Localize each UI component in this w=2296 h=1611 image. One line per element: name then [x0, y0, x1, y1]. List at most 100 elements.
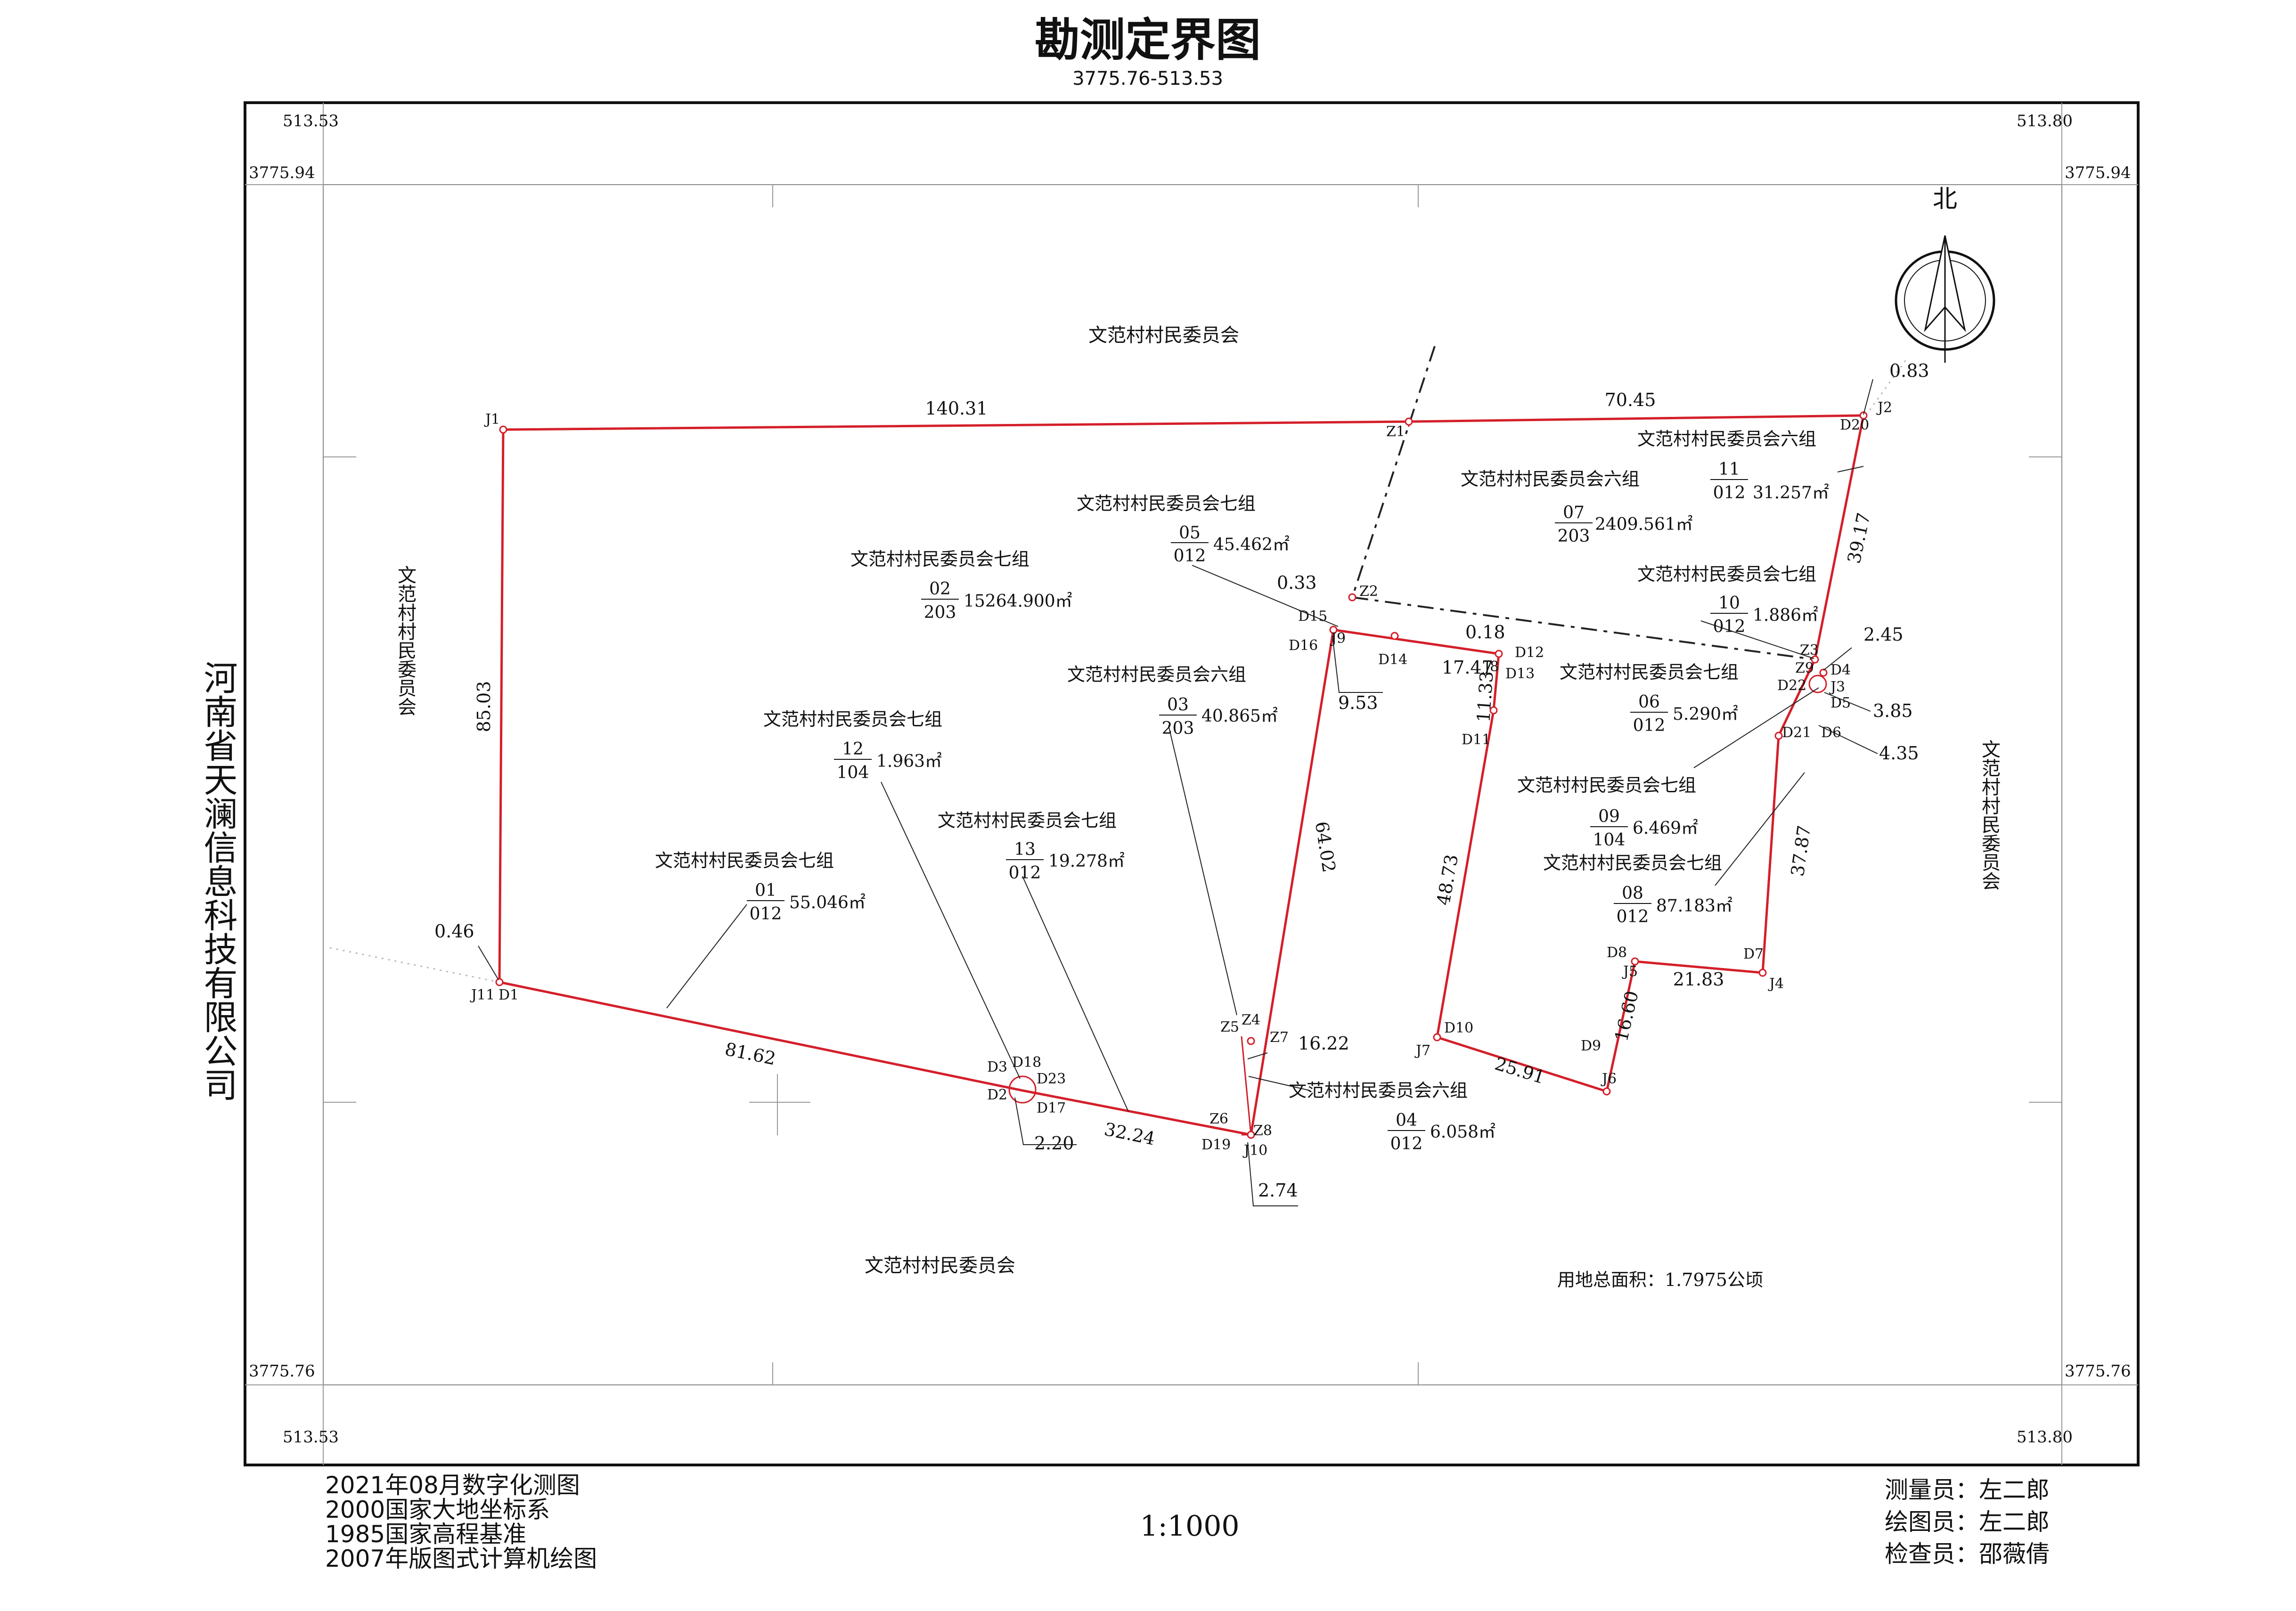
parcel-code: 104 — [1593, 830, 1626, 850]
coord-tr-y: 3775.94 — [2065, 163, 2131, 182]
parcel-code: 203 — [1162, 719, 1194, 738]
map-scale: 1:1000 — [1140, 1510, 1239, 1543]
parcel-code: 203 — [1558, 527, 1590, 546]
parcel-area: 15264.900㎡ — [964, 591, 1072, 611]
coord-tr-x: 513.80 — [2017, 112, 2073, 130]
checker: 检查员：邵薇倩 — [1885, 1540, 2050, 1568]
label-D1: D1 — [498, 987, 519, 1003]
north-label: 北 — [1933, 185, 1957, 213]
dist-9-53: 9.53 — [1338, 692, 1378, 713]
parcel-number: 13 — [1014, 840, 1036, 859]
dist-3-85: 3.85 — [1873, 700, 1913, 721]
label-J3: J3 — [1829, 679, 1845, 695]
north-arrow-icon — [1895, 235, 1995, 363]
parcel-09: 文范村村民委员会七组 09 104 6.469㎡ — [1517, 775, 1698, 850]
label-J6: J6 — [1601, 1071, 1617, 1087]
total-area: 用地总面积：1.7975公顷 — [1557, 1269, 1763, 1290]
company-name: 河南省天澜信息科技有限公司 — [198, 660, 237, 1101]
parcel-number: 07 — [1563, 503, 1585, 522]
parcel-area: 2409.561㎡ — [1595, 514, 1693, 534]
parcel-10: 文范村村民委员会七组 10 012 1.886㎡ — [1637, 564, 1818, 636]
parcel-code: 012 — [1390, 1134, 1423, 1154]
parcel-code: 203 — [924, 603, 956, 622]
parcel-area: 31.257㎡ — [1753, 483, 1829, 503]
parcel-area: 40.865㎡ — [1201, 706, 1278, 726]
parcel-code: 012 — [1617, 907, 1649, 927]
label-D19: D19 — [1201, 1137, 1231, 1153]
parcel-area: 6.469㎡ — [1633, 818, 1698, 838]
parcel-number: 02 — [929, 579, 951, 599]
dist-140-31: 140.31 — [925, 398, 988, 419]
dist-16-60: 16.60 — [1611, 989, 1642, 1043]
parcel-code: 104 — [837, 763, 869, 782]
drafter: 绘图员：左二郎 — [1885, 1508, 2050, 1536]
surveyor: 测量员：左二郎 — [1885, 1476, 2050, 1504]
parcel-area: 1.886㎡ — [1753, 605, 1818, 625]
parcel-area: 45.462㎡ — [1213, 535, 1290, 554]
dist-17-47: 17.47 — [1442, 657, 1493, 678]
leader-lines — [478, 379, 1878, 1206]
dist-37-87: 37.87 — [1787, 824, 1815, 878]
parcel-code: 012 — [1713, 483, 1746, 503]
label-D6: D6 — [1821, 724, 1841, 741]
parcel-area: 87.183㎡ — [1656, 896, 1732, 916]
parcel-number: 05 — [1179, 523, 1201, 543]
label-Z6: Z6 — [1209, 1111, 1228, 1127]
label-J5: J5 — [1622, 963, 1638, 980]
label-D22: D22 — [1777, 677, 1806, 694]
parcel-number: 04 — [1396, 1111, 1417, 1130]
coord-br-y: 3775.76 — [2065, 1362, 2131, 1381]
inner-frame — [323, 184, 2062, 1385]
dist-39-17: 39.17 — [1843, 511, 1874, 566]
parcel-owner: 文范村村民委员会六组 — [1289, 1080, 1468, 1101]
parcel-owner: 文范村村民委员会六组 — [1637, 429, 1816, 449]
label-D15: D15 — [1298, 608, 1327, 625]
grid-cross — [749, 1074, 810, 1135]
coord-br-x: 513.80 — [2017, 1428, 2073, 1447]
label-Z2: Z2 — [1359, 583, 1378, 600]
label-D8: D8 — [1607, 944, 1627, 961]
parcel-number: 06 — [1638, 692, 1660, 712]
coord-tl-y: 3775.94 — [249, 163, 315, 182]
map-number: 3775.76-513.53 — [1072, 68, 1223, 90]
parcel-area: 19.278㎡ — [1048, 851, 1125, 871]
label-Z1: Z1 — [1386, 423, 1405, 440]
parcel-code: 012 — [1633, 716, 1666, 735]
dist-0-18: 0.18 — [1465, 622, 1505, 643]
dist-0-83: 0.83 — [1889, 360, 1929, 381]
label-J7: J7 — [1414, 1042, 1430, 1059]
parcel-number: 03 — [1167, 695, 1189, 715]
coord-bl-y: 3775.76 — [249, 1362, 315, 1381]
neighbor-bottom: 文范村村民委员会 — [865, 1255, 1015, 1277]
dist-85-03: 85.03 — [474, 681, 494, 732]
neighbor-right: 文范村村民委员会 — [1978, 740, 2000, 890]
label-D9: D9 — [1581, 1038, 1601, 1054]
neighbor-left: 文范村村民委员会 — [394, 565, 416, 716]
parcel-number: 01 — [755, 881, 776, 900]
label-D12: D12 — [1515, 644, 1544, 661]
label-D17: D17 — [1037, 1100, 1066, 1116]
main-boundary — [498, 414, 1865, 1136]
parcel-owner: 文范村村民委员会七组 — [1560, 662, 1739, 683]
label-D23: D23 — [1037, 1071, 1066, 1087]
footer-date: 2021年08月数字化测图 — [325, 1472, 580, 1499]
parcel-owner: 文范村村民委员会七组 — [1077, 493, 1256, 514]
parcel-number: 10 — [1718, 594, 1740, 613]
parcel-owner: 文范村村民委员会七组 — [850, 549, 1030, 570]
distance-labels: 140.31 70.45 0.83 85.03 0.46 81.62 32.24… — [434, 360, 1929, 1201]
dist-70-45: 70.45 — [1605, 390, 1656, 410]
label-Z5: Z5 — [1220, 1019, 1239, 1035]
dist-11-33: 11.33 — [1473, 670, 1497, 723]
parcel-owner: 文范村村民委员会六组 — [1461, 469, 1640, 489]
boundary-points — [495, 411, 1868, 1139]
parcel-area: 55.046㎡ — [789, 893, 866, 912]
label-D11: D11 — [1462, 732, 1491, 748]
parcel-13: 文范村村民委员会七组 13 012 19.278㎡ — [938, 810, 1125, 883]
label-D16: D16 — [1289, 637, 1318, 654]
map-title: 勘测定界图 — [1035, 14, 1261, 66]
dist-48-73: 48.73 — [1433, 853, 1462, 907]
parcel-01: 文范村村民委员会七组 01 012 55.046㎡ — [655, 850, 866, 924]
parcel-area: 1.963㎡ — [876, 751, 942, 771]
dist-2-20: 2.20 — [1034, 1133, 1074, 1154]
